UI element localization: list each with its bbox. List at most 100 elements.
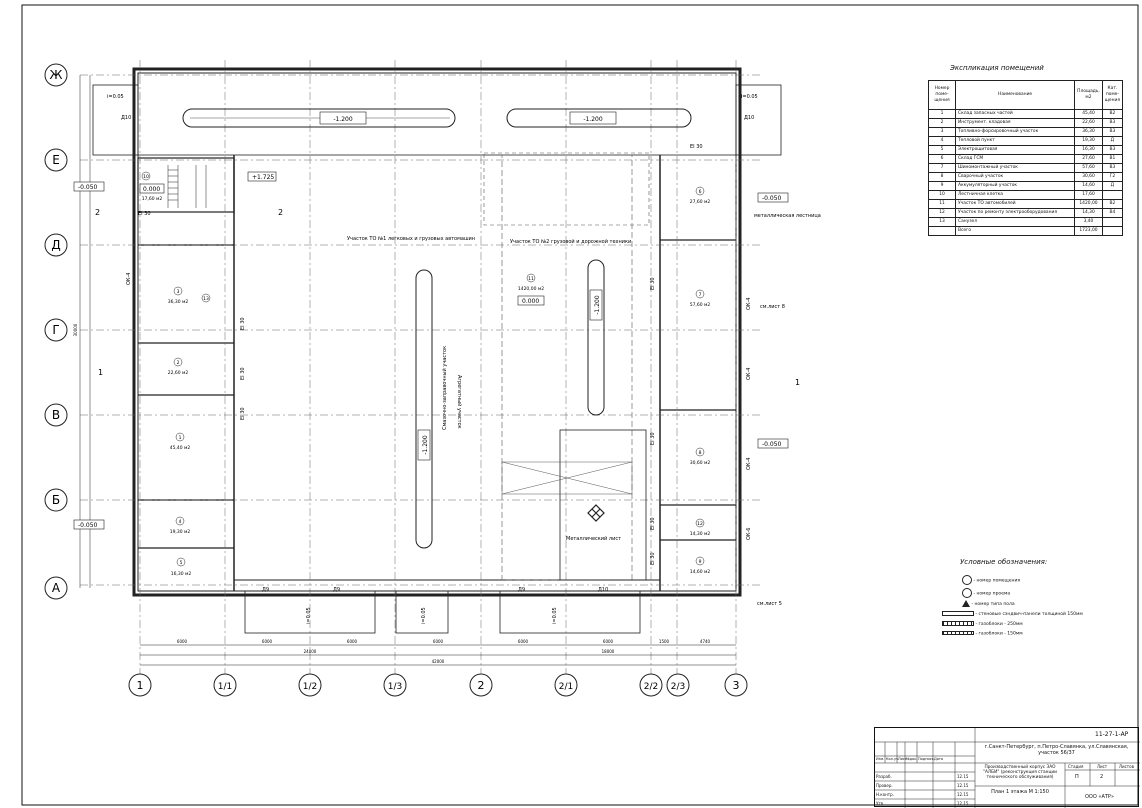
explication-cell: 1 — [928, 109, 956, 119]
axis-row-a: А — [44, 576, 68, 600]
pit-level-tl: -1.200 — [333, 116, 353, 123]
explication-table: Номер поме-щения Наименование Площадь, м… — [928, 80, 1124, 236]
zone1-label: Участок ТО №1 легковых и грузовых автома… — [347, 236, 475, 242]
explication-cell: 4 — [928, 136, 956, 146]
col-h: Кол.уч — [886, 757, 899, 761]
explication-cell: Электрощитовая — [954, 145, 1076, 155]
svg-text:1/2: 1/2 — [303, 682, 317, 692]
explication-cell: Г2 — [1101, 172, 1124, 182]
explication-cell: 3 — [928, 127, 956, 137]
explication-cell: В3 — [1101, 163, 1124, 173]
sheets-header: Листов — [1119, 764, 1134, 769]
explication-cell: Участок ТО автомобилей — [954, 199, 1076, 209]
explication-cell: 45,40 — [1074, 109, 1103, 119]
svg-text:18000: 18000 — [602, 649, 615, 654]
project-name: Производственный корпус ЗАО "АЛБИ" (реко… — [983, 765, 1057, 780]
pit-level-right: -1.200 — [594, 295, 601, 315]
sheet-name: План 1 этажа М 1:150 — [991, 789, 1049, 795]
explication-cell: В2 — [1101, 199, 1124, 209]
legend-opening-number: - номер проема — [962, 588, 1010, 598]
svg-text:Д9: Д9 — [333, 587, 340, 593]
explication-cell: В1 — [1101, 154, 1124, 164]
svg-text:Ж: Ж — [50, 68, 63, 82]
sheet-header: Лист — [1097, 764, 1108, 769]
agg-label: Агрегатный участок — [456, 375, 463, 429]
axis-row-d: Д — [44, 233, 68, 257]
svg-text:6: 6 — [699, 189, 702, 195]
explication-cell: Участок по ремонту электрооборудования — [954, 208, 1076, 218]
svg-text:17,60 м2: 17,60 м2 — [142, 196, 163, 202]
explication-cell: Аккумуляторный участок — [954, 181, 1076, 191]
axis-col-1-1: 1/1 — [213, 673, 237, 697]
explication-cell: 13 — [928, 217, 956, 227]
svg-text:1: 1 — [137, 679, 144, 692]
axis-col-2: 2 — [469, 673, 493, 697]
svg-text:57,60 м2: 57,60 м2 — [690, 302, 711, 308]
svg-text:EI 30: EI 30 — [650, 517, 656, 530]
svg-text:EI 30: EI 30 — [650, 277, 656, 290]
axis-row-v: В — [44, 403, 68, 427]
explication-cell: Сварочный участок — [954, 172, 1076, 182]
svg-text:ОК-4: ОК-4 — [746, 298, 752, 310]
svg-text:-0.050: -0.050 — [78, 184, 98, 191]
explication-cell: Инструмент. кладовая — [954, 118, 1076, 128]
svg-text:Д10: Д10 — [744, 115, 754, 121]
explication-cell — [928, 226, 956, 236]
explication-cell: 1420,00 — [1074, 199, 1103, 209]
axis-col-1: 1 — [128, 673, 152, 697]
svg-text:6000: 6000 — [177, 639, 188, 644]
svg-text:7: 7 — [699, 292, 702, 298]
company: ООО «АТР» — [1085, 794, 1115, 800]
inspection-pit-top-right — [506, 108, 692, 128]
col-h: Подпись — [918, 757, 934, 761]
col-h: Изм. — [876, 757, 885, 761]
svg-text:Е: Е — [52, 153, 60, 167]
svg-text:2: 2 — [177, 360, 180, 366]
svg-text:1500: 1500 — [659, 639, 670, 644]
explication-cell: 7 — [928, 163, 956, 173]
explication-cell: 14,60 — [1074, 181, 1103, 191]
svg-text:14,60 м2: 14,60 м2 — [690, 569, 711, 575]
room-numbers: 1 45,40 м2 2 22,60 м2 3 36,30 м2 4 19,30… — [142, 174, 711, 577]
svg-text:EI 30: EI 30 — [690, 144, 703, 150]
svg-text:1/3: 1/3 — [388, 682, 402, 692]
legend-label: - номер типа пола — [971, 602, 1015, 607]
explication-cell: 17,60 — [1074, 190, 1103, 200]
explication-cell: 3,40 — [1074, 217, 1103, 227]
role-check: Провер. — [876, 783, 893, 788]
svg-text:1: 1 — [98, 368, 103, 377]
metal-stair-label: металлическая лестница — [754, 213, 821, 219]
pit-level-tr: -1.200 — [583, 116, 603, 123]
svg-text:22,60 м2: 22,60 м2 — [168, 370, 189, 376]
svg-text:-0.050: -0.050 — [762, 441, 782, 448]
explication-cell: 57,60 — [1074, 163, 1103, 173]
svg-text:2: 2 — [478, 679, 485, 692]
svg-text:1/1: 1/1 — [218, 682, 232, 692]
svg-text:EI 30: EI 30 — [240, 407, 246, 420]
svg-text:0.000: 0.000 — [143, 186, 160, 193]
legend-label: - газоблоки - 250мм — [975, 622, 1023, 627]
svg-text:Г: Г — [52, 323, 59, 337]
explication-cell: 16,30 — [1074, 145, 1103, 155]
zone2-label: Участок ТО №2 грузовой и дорожной техник… — [510, 238, 631, 245]
svg-text:2/1: 2/1 — [559, 682, 573, 692]
explication-cell: 10 — [928, 190, 956, 200]
role-approve: Утв. — [876, 801, 885, 806]
explication-header-cell: Номер поме-щения — [928, 80, 956, 110]
sheet-value: 2 — [1100, 774, 1104, 780]
svg-text:30,60 м2: 30,60 м2 — [690, 460, 711, 466]
svg-text:36,30 м2: 36,30 м2 — [168, 299, 189, 305]
explication-cell: 8 — [928, 172, 956, 182]
col-h: Лист — [898, 757, 907, 761]
svg-text:1: 1 — [795, 378, 800, 387]
explication-header-cell: Наименование — [954, 80, 1076, 110]
explication-cell: 36,30 — [1074, 127, 1103, 137]
svg-text:6000: 6000 — [262, 639, 273, 644]
legend-title: Условные обозначения: — [960, 558, 1048, 566]
ramp-texts: i=0.05 i=0.05 Д10 Д10 Д9 Д9 Д9 Д10 i=0.0… — [107, 94, 758, 624]
axis-row-b: Б — [44, 488, 68, 512]
